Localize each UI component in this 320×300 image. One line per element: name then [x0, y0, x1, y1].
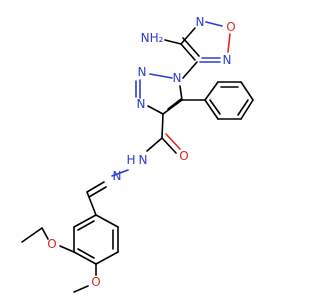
bond [95, 251, 119, 265]
oxadiazole-nitrogen-left-label: N [196, 15, 205, 29]
bond [161, 113, 164, 139]
bond [73, 251, 97, 265]
bond [77, 220, 95, 231]
bond [209, 99, 221, 115]
bond [59, 245, 75, 253]
bond [180, 27, 196, 45]
bond [167, 98, 182, 110]
bond [21, 227, 43, 243]
methoxy-oxygen-label: O [91, 275, 100, 289]
bond [237, 99, 249, 116]
bond [240, 99, 254, 120]
benzylidene-ring [73, 214, 119, 265]
amide-hydrogen-label: H [126, 153, 135, 167]
bond [161, 137, 177, 154]
oxadiazole-nitrogen-right-label: N [223, 53, 232, 67]
bond [204, 81, 219, 101]
bond [182, 37, 200, 57]
amine-label: NH₂ [141, 31, 164, 45]
triazole-nitrogen-1-label: N [173, 71, 182, 85]
bond [73, 214, 97, 228]
atom-labels: NH₂ O N N N N N O N H N O O [47, 15, 235, 289]
bond [179, 85, 183, 101]
bond [88, 186, 107, 198]
bond [77, 248, 95, 259]
triazole-ring [135, 61, 198, 115]
molecule-structure: NH₂ O N N N N N O N H N O O [21, 15, 254, 293]
bond [146, 137, 163, 152]
bond [182, 61, 198, 79]
bond [227, 33, 231, 53]
oxadiazole-ring [164, 21, 231, 63]
ethoxy-oxygen-label: O [47, 237, 56, 251]
alkoxy-groups [21, 227, 97, 293]
bond [162, 99, 183, 115]
oxadiazole-oxygen-label: O [226, 20, 235, 34]
triazole-nitrogen-2-label: N [138, 65, 147, 79]
triazole-nitrogen-3-label: N [137, 97, 146, 111]
bond [73, 285, 89, 293]
hydrazide-chain [86, 113, 181, 216]
bond [240, 81, 254, 101]
phenyl-ring [181, 81, 254, 120]
bond [95, 214, 119, 228]
bond [205, 21, 223, 27]
bond [86, 181, 105, 193]
carbonyl-oxygen-label: O [179, 149, 188, 163]
bond [111, 169, 129, 177]
bond [165, 133, 181, 150]
amide-nitrogen-label: N [139, 153, 148, 167]
bond [164, 39, 182, 45]
bond [41, 227, 49, 240]
bond [149, 73, 173, 79]
bond [86, 191, 97, 216]
bond [147, 105, 164, 115]
bond [204, 99, 219, 120]
bond [180, 43, 196, 61]
hydrazone-nitrogen-label: N [113, 169, 122, 183]
